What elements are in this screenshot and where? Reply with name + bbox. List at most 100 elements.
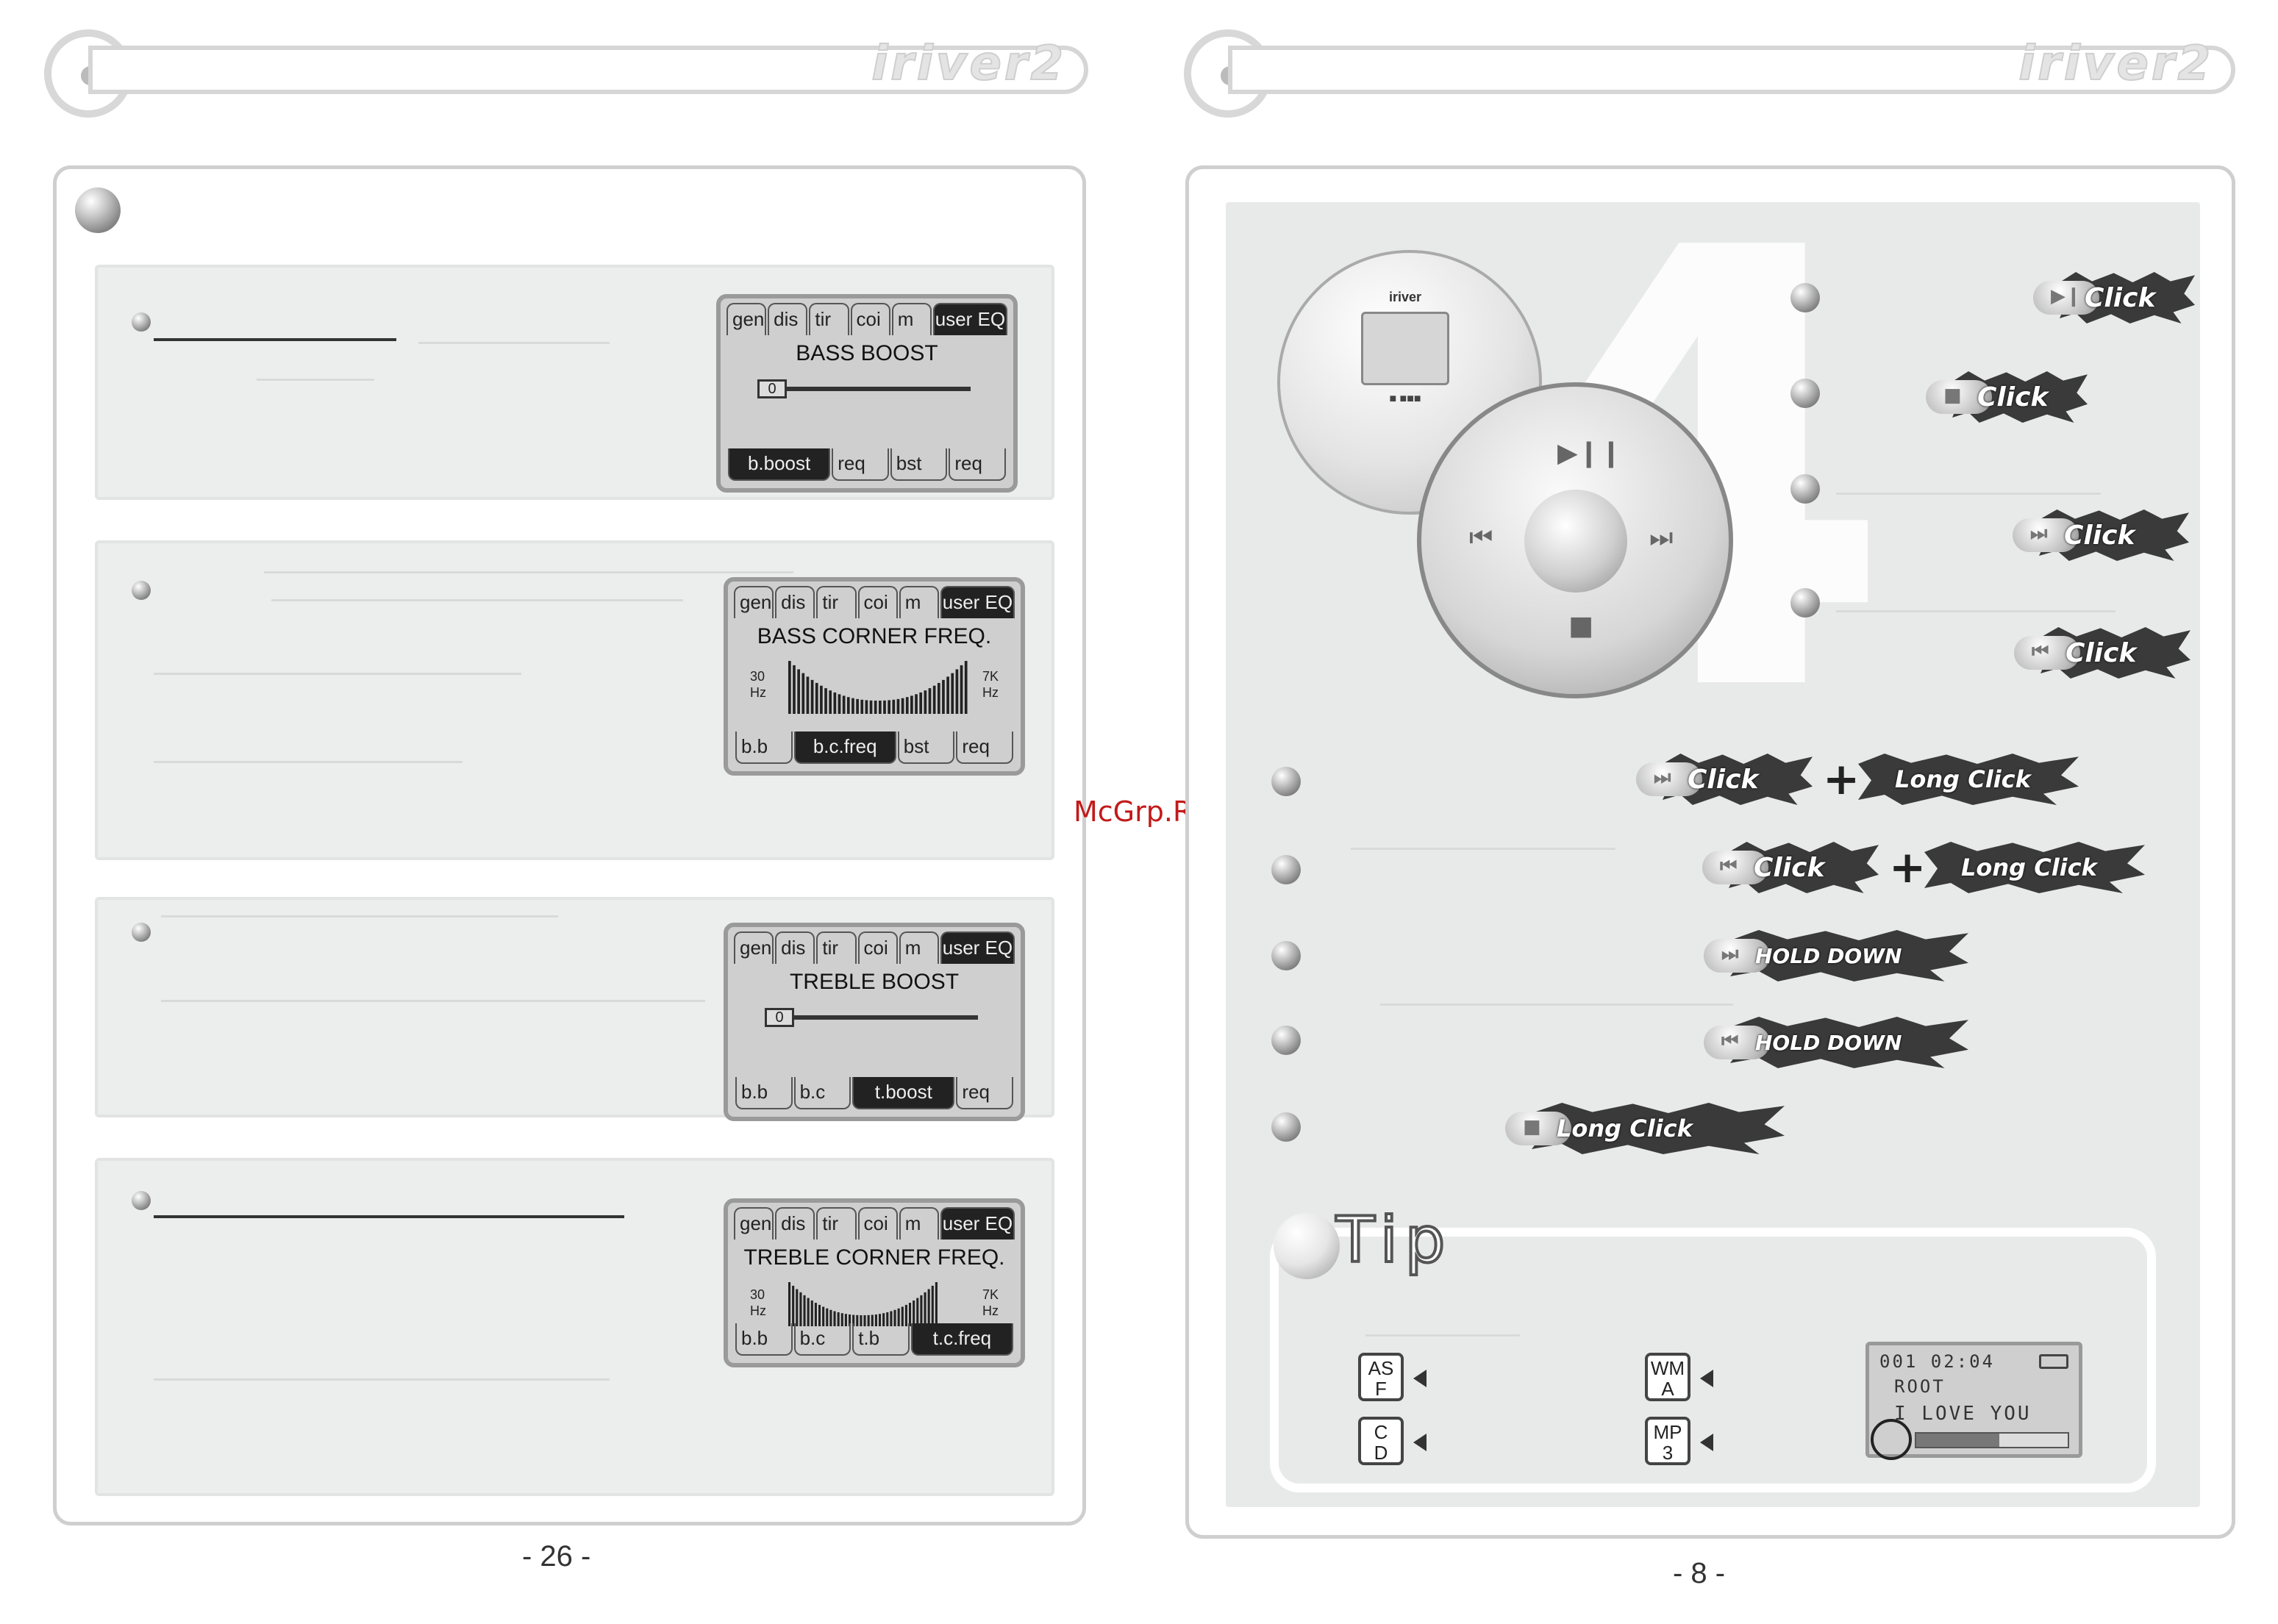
eq-bar <box>897 1308 900 1326</box>
section-sphere-icon <box>75 187 121 233</box>
eq-bar <box>928 688 932 714</box>
click-text: Click <box>2065 637 2137 668</box>
eq-left-value: 30 <box>750 1287 765 1302</box>
faint-text-line <box>1365 1334 1520 1337</box>
lcd-footer-item: b.b <box>735 731 793 764</box>
eq-bar <box>837 1312 840 1326</box>
eq-bar <box>860 699 864 714</box>
lcd-footer: b.b b.c t.b t.c.freq <box>735 1323 1013 1356</box>
faint-text-line <box>1351 848 1615 850</box>
eq-bar <box>799 1292 802 1326</box>
eq-curve: 30 Hz 7K Hz <box>750 1282 999 1326</box>
eq-bar <box>915 694 918 714</box>
eq-bar <box>924 690 927 714</box>
plus-sign: + <box>1889 842 1927 893</box>
lcd-title: BASS BOOST <box>796 341 938 365</box>
faint-text-line <box>257 379 374 381</box>
lcd-slider: 0 <box>765 1008 978 1027</box>
eq-bar <box>851 698 854 714</box>
format-line: A <box>1661 1378 1674 1400</box>
eq-bar <box>867 1314 870 1326</box>
progress-bar <box>1915 1432 2069 1448</box>
brand-logo: iriver2 <box>2018 36 2213 92</box>
lcd-footer-item-selected: b.boost <box>728 448 831 481</box>
right-page: 4 iriver ■ ■■■ ▶❙❙ ⏮ ⏭ ■ ▶❙ Click ■ <box>1185 165 2235 1539</box>
eq-bar <box>919 692 923 714</box>
lcd-tabs: gen dis tir coi m user EQ <box>734 931 1015 964</box>
eq-bar <box>910 695 913 714</box>
eq-bar <box>860 1314 863 1326</box>
format-line: F <box>1375 1378 1387 1400</box>
bullet-icon <box>132 581 151 600</box>
eq-bar <box>927 1289 930 1326</box>
eq-bar <box>849 1314 851 1326</box>
stop-long-click-label: ■ Long Click <box>1505 1103 1785 1154</box>
format-line: C <box>1374 1421 1388 1443</box>
lcd-footer-item-selected: b.c.freq <box>793 731 896 764</box>
right-page-header: iriver2 <box>1184 29 2235 118</box>
eq-left-unit: Hz <box>750 1303 766 1318</box>
bullet-icon <box>1790 283 1820 312</box>
faint-text-line <box>1836 610 2115 612</box>
tip-bulb-icon <box>1274 1213 1340 1279</box>
next-click-label: ⏭ Click <box>2013 509 2189 561</box>
eq-right-value: 7K <box>982 1287 999 1302</box>
header-bar <box>88 46 1088 94</box>
lcd-tab: coi <box>857 586 898 618</box>
eq-bar <box>883 700 886 714</box>
lcd-screen: gen dis tir coi m user EQ BASS BOOST 0 b… <box>716 294 1018 493</box>
click-text: Click <box>1754 852 1825 883</box>
faint-text-line <box>154 673 521 675</box>
eq-bar <box>882 1313 885 1326</box>
lcd-tab: tir <box>809 303 849 335</box>
bullet-icon <box>1271 941 1301 970</box>
mini-lcd-display: 001 02:04 ROOT I LOVE YOU <box>1865 1342 2082 1460</box>
eq-bar <box>806 676 810 714</box>
click-text: Click <box>2064 520 2135 551</box>
faint-text-line <box>271 599 683 601</box>
slider-knob: 0 <box>765 1008 794 1027</box>
next-icon: ⏭ <box>1649 523 1674 553</box>
lcd-tab: dis <box>775 586 815 618</box>
eq-bar <box>871 1314 874 1326</box>
next-glyph: ⏭ <box>1654 767 1671 789</box>
arrow-left-icon <box>1413 1370 1427 1387</box>
arrow-left-icon <box>1700 1434 1713 1451</box>
eq-right-unit: Hz <box>982 685 999 700</box>
setting-panel-treble-corner-freq: gen dis tir coi m user EQ TREBLE CORNER … <box>95 1158 1054 1496</box>
player-screen <box>1361 312 1449 385</box>
heading-underline <box>154 338 396 341</box>
bullet-icon <box>1271 1112 1301 1142</box>
lcd-footer: b.b b.c.freq bst req <box>735 731 1013 764</box>
eq-bar <box>893 1309 896 1326</box>
wheel-center-button <box>1524 490 1627 593</box>
mini-lcd-line-2: ROOT <box>1894 1376 1946 1397</box>
eq-bar <box>874 1314 877 1326</box>
faint-text-line <box>154 1378 610 1381</box>
mini-lcd-line-3: I LOVE YOU <box>1894 1403 2032 1425</box>
eq-bar <box>909 1303 912 1326</box>
long-click-label: Long Click <box>1924 842 2145 893</box>
eq-bar <box>886 1312 889 1326</box>
lcd-tabs: gen dis tir coi m user EQ <box>726 303 1008 335</box>
eq-curve: 30 Hz 7K Hz <box>750 661 999 714</box>
eq-right-value: 7K <box>982 669 999 684</box>
eq-bar <box>829 690 832 714</box>
setting-panel-bass-corner-freq: gen dis tir coi m user EQ BASS CORNER FR… <box>95 540 1054 860</box>
eq-bar <box>896 698 900 714</box>
setting-panel-treble-boost: gen dis tir coi m user EQ TREBLE BOOST 0… <box>95 897 1054 1121</box>
eq-bar <box>844 1314 847 1326</box>
eq-bar <box>888 700 890 714</box>
lcd-title: TREBLE BOOST <box>789 970 960 994</box>
eq-bars <box>788 661 968 714</box>
button-pill-icon: ⏮ <box>1704 1026 1770 1059</box>
page-number-right: - 8 - <box>1673 1557 1726 1589</box>
lcd-footer-item: bst <box>890 448 948 481</box>
eq-bar <box>904 1304 907 1326</box>
lcd-tab: m <box>891 303 932 335</box>
lcd-tab: dis <box>775 1207 815 1240</box>
faint-text-line <box>1836 493 2101 495</box>
long-click-text: Long Click <box>1961 854 2097 881</box>
mini-lcd-line-1: 001 02:04 <box>1879 1351 1996 1372</box>
eq-bar <box>797 669 800 714</box>
